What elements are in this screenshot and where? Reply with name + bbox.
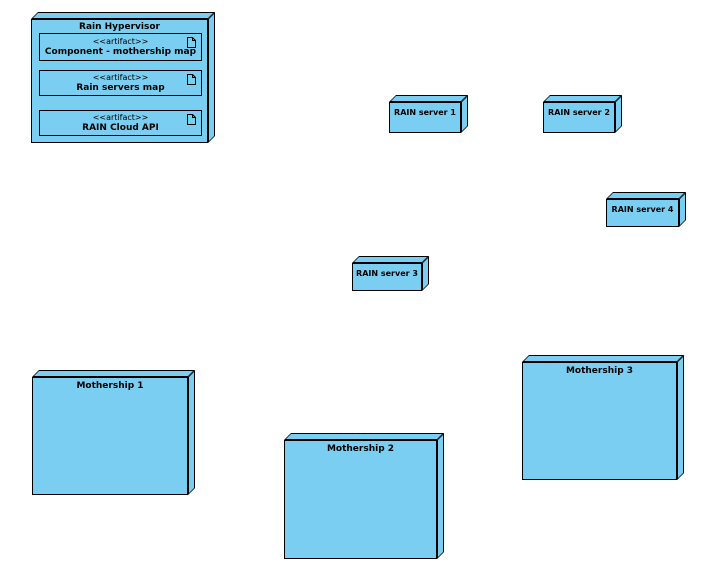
node-top-face — [352, 256, 429, 263]
node-front-face: RAIN server 4 — [606, 199, 679, 227]
node-side-face — [188, 370, 195, 495]
node-title: RAIN server 3 — [356, 269, 418, 278]
node-side-face — [437, 433, 444, 559]
node-top-face — [389, 95, 468, 102]
node-mothership-2[interactable]: Mothership 2 — [284, 433, 444, 559]
artifact-name: Component - mothership map — [44, 46, 197, 57]
artifact-name: Rain servers map — [76, 82, 165, 93]
node-top-face — [31, 12, 215, 19]
node-title: RAIN server 2 — [548, 108, 610, 117]
node-rain-server-1[interactable]: RAIN server 1 — [389, 95, 468, 133]
node-top-face — [284, 433, 444, 440]
node-front-face: RAIN server 3 — [352, 263, 422, 291]
node-side-face — [677, 355, 684, 480]
node-front-face: Mothership 3 — [522, 362, 677, 480]
node-side-face — [615, 95, 622, 133]
node-front-face: Mothership 1 — [32, 377, 188, 495]
artifact-component-mothership-map[interactable]: <<artifact>> Component - mothership map — [39, 33, 202, 61]
node-front-face: Rain Hypervisor <<artifact>> Component -… — [31, 19, 208, 143]
node-side-face — [208, 12, 215, 143]
document-icon — [187, 74, 196, 85]
node-side-face — [679, 192, 686, 227]
artifact-stereotype: <<artifact>> — [92, 36, 149, 46]
node-side-face — [461, 95, 468, 133]
node-top-face — [606, 192, 686, 199]
artifact-rain-cloud-api[interactable]: <<artifact>> RAIN Cloud API — [39, 110, 202, 136]
node-title: Mothership 1 — [76, 381, 144, 391]
node-rain-hypervisor[interactable]: Rain Hypervisor <<artifact>> Component -… — [31, 12, 215, 143]
node-rain-server-2[interactable]: RAIN server 2 — [543, 95, 622, 133]
node-title: RAIN server 1 — [394, 108, 456, 117]
node-rain-server-4[interactable]: RAIN server 4 — [606, 192, 686, 227]
node-front-face: RAIN server 2 — [543, 102, 615, 133]
node-top-face — [522, 355, 684, 362]
node-title: RAIN server 4 — [611, 205, 674, 214]
node-top-face — [543, 95, 622, 102]
node-title: Mothership 2 — [326, 444, 395, 454]
artifact-stereotype: <<artifact>> — [92, 72, 149, 82]
node-top-face — [32, 370, 195, 377]
node-side-face — [422, 256, 429, 291]
node-title: Rain Hypervisor — [79, 22, 160, 32]
artifact-stereotype: <<artifact>> — [92, 112, 149, 122]
node-front-face: RAIN server 1 — [389, 102, 461, 133]
node-title: Mothership 3 — [565, 366, 634, 376]
artifact-rain-servers-map[interactable]: <<artifact>> Rain servers map — [39, 70, 202, 96]
node-front-face: Mothership 2 — [284, 440, 437, 559]
artifact-name: RAIN Cloud API — [82, 122, 159, 133]
document-icon — [187, 37, 196, 48]
node-mothership-3[interactable]: Mothership 3 — [522, 355, 684, 480]
node-mothership-1[interactable]: Mothership 1 — [32, 370, 195, 495]
node-rain-server-3[interactable]: RAIN server 3 — [352, 256, 429, 291]
document-icon — [187, 114, 196, 125]
